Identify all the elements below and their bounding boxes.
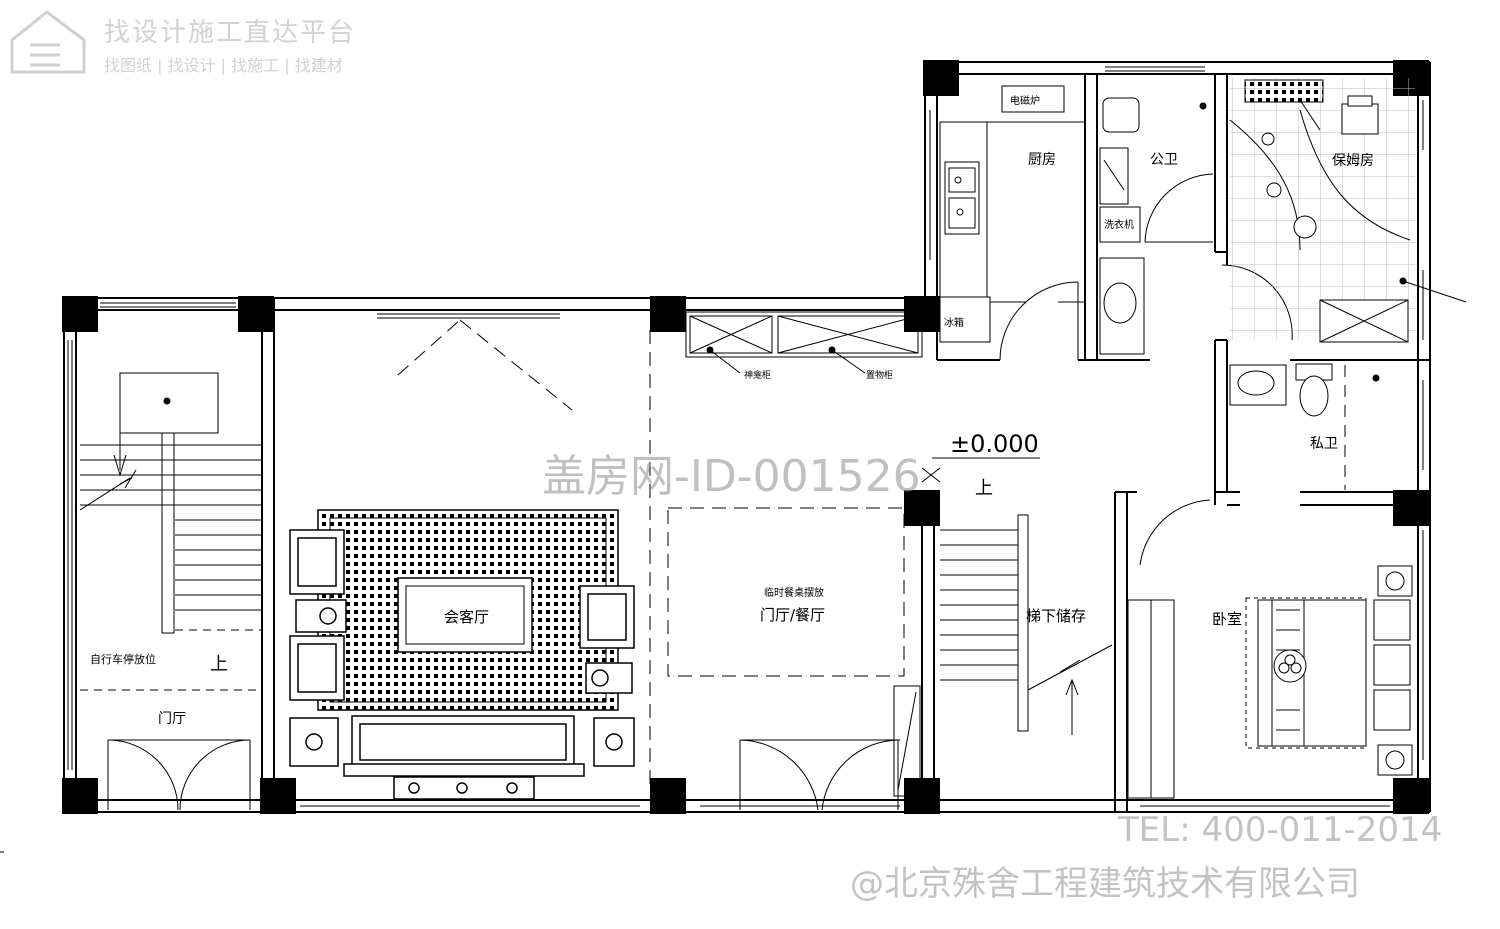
watermark-tel: TEL: 400-011-2014 <box>1118 810 1443 850</box>
watermark-brand-sub: 找图纸 | 找设计 | 找施工 | 找建材 <box>104 56 343 75</box>
room-labels: 厨房 公卫 保姆房 私卫 卧室 会客厅 临时餐桌摆放 门厅/餐厅 梯下储存 自行… <box>90 94 1374 727</box>
elevation-mark <box>921 457 1040 483</box>
kitchen-fixtures <box>939 85 1086 361</box>
windows <box>67 66 1424 807</box>
armchairs <box>289 529 635 800</box>
middle-stair <box>893 514 1113 797</box>
watermark-center-id: 盖房网-ID-001526 <box>542 451 921 502</box>
label-hall-dining: 门厅/餐厅 <box>760 606 825 624</box>
watermark-logo-icon <box>10 10 86 74</box>
label-private-wc: 私卫 <box>1310 436 1338 452</box>
walls <box>63 61 1431 813</box>
label-induction-cooker: 电磁炉 <box>1010 94 1040 107</box>
label-shrine-cabinet: 神龛柜 <box>744 369 771 381</box>
bedroom-furniture <box>1127 565 1413 799</box>
elevation-text: ±0.000 <box>950 430 1039 458</box>
cabinets <box>685 311 923 374</box>
label-up-left: 上 <box>210 654 228 675</box>
label-washer: 洗衣机 <box>1104 218 1134 231</box>
label-dining-note: 临时餐桌摆放 <box>764 586 824 599</box>
left-stair <box>79 372 262 691</box>
label-bedroom: 卧室 <box>1212 610 1242 628</box>
label-under-stair: 梯下储存 <box>1026 607 1086 625</box>
dashed-guides <box>397 319 905 790</box>
nanny-room <box>1229 78 1467 343</box>
watermark-brand-line: 找设计施工直达平台 <box>104 18 357 48</box>
label-up-middle: 上 <box>975 478 993 499</box>
label-storage-cabinet: 置物柜 <box>866 369 893 381</box>
label-public-wc: 公卫 <box>1150 152 1178 168</box>
label-kitchen: 厨房 <box>1028 152 1056 168</box>
private-wc-fixtures <box>1139 363 1380 566</box>
structural-columns <box>62 60 1429 814</box>
label-nanny-room: 保姆房 <box>1332 153 1374 169</box>
label-entry: 门厅 <box>158 711 186 727</box>
entry-doors <box>107 739 900 811</box>
reception-tea-table <box>397 577 533 653</box>
label-reception: 会客厅 <box>444 608 489 626</box>
watermark-company: @北京殊舍工程建筑技术有限公司 <box>850 864 1360 904</box>
label-fridge: 冰箱 <box>944 316 964 329</box>
label-bike-parking: 自行车停放位 <box>90 652 156 666</box>
